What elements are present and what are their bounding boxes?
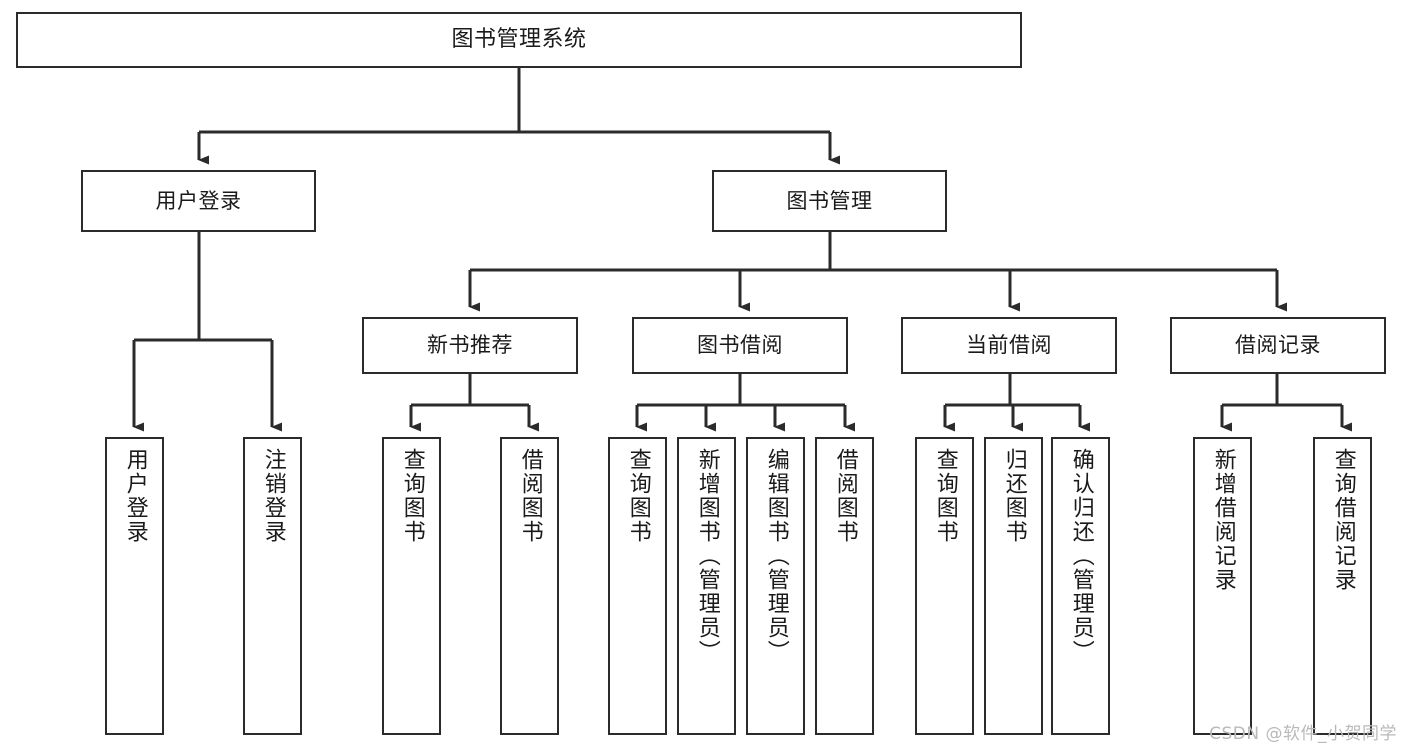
leaf-current-query-book[interactable]: 查询图书 <box>915 437 974 735</box>
leaf-record-add-record[interactable]: 新增借阅记录 <box>1193 437 1252 735</box>
node-current-borrow[interactable]: 当前借阅 <box>901 317 1117 374</box>
node-label: 新增图书（管理员） <box>694 448 720 664</box>
node-label: 借阅图书 <box>832 448 858 544</box>
node-label: 图书借阅 <box>697 333 783 358</box>
leaf-borrow-query-book[interactable]: 查询图书 <box>608 437 667 735</box>
node-label: 借阅记录 <box>1235 333 1321 358</box>
node-label: 归还图书 <box>1001 448 1027 544</box>
leaf-borrow-edit-book-admin[interactable]: 编辑图书（管理员） <box>746 437 805 735</box>
node-label: 编辑图书（管理员） <box>763 448 789 664</box>
node-label: 新书推荐 <box>427 333 513 358</box>
node-label: 查询图书 <box>625 448 651 544</box>
node-label: 用户登录 <box>122 448 148 544</box>
node-new-book-recommend[interactable]: 新书推荐 <box>362 317 578 374</box>
node-book-management[interactable]: 图书管理 <box>712 170 947 232</box>
leaf-user-login[interactable]: 用户登录 <box>105 437 164 735</box>
leaf-current-return-book[interactable]: 归还图书 <box>984 437 1043 735</box>
node-label: 新增借阅记录 <box>1210 448 1236 592</box>
node-label: 查询借阅记录 <box>1330 448 1356 592</box>
node-label: 借阅图书 <box>517 448 543 544</box>
leaf-borrow-borrow-book[interactable]: 借阅图书 <box>815 437 874 735</box>
node-label: 确认归还（管理员） <box>1068 448 1094 664</box>
node-label: 图书管理 <box>786 188 873 213</box>
node-label: 查询图书 <box>399 448 425 544</box>
leaf-record-query-record[interactable]: 查询借阅记录 <box>1313 437 1372 735</box>
node-root-system[interactable]: 图书管理系统 <box>16 12 1022 68</box>
leaf-recommend-borrow-book[interactable]: 借阅图书 <box>500 437 559 735</box>
node-label: 当前借阅 <box>966 333 1052 358</box>
node-borrow-record[interactable]: 借阅记录 <box>1170 317 1386 374</box>
leaf-borrow-add-book-admin[interactable]: 新增图书（管理员） <box>677 437 736 735</box>
node-label: 查询图书 <box>932 448 958 544</box>
node-label: 注销登录 <box>260 448 286 544</box>
node-user-login[interactable]: 用户登录 <box>81 170 316 232</box>
node-label: 图书管理系统 <box>451 27 587 53</box>
node-book-borrow[interactable]: 图书借阅 <box>632 317 848 374</box>
leaf-user-logout[interactable]: 注销登录 <box>243 437 302 735</box>
leaf-current-confirm-return-admin[interactable]: 确认归还（管理员） <box>1051 437 1110 735</box>
leaf-recommend-query-book[interactable]: 查询图书 <box>382 437 441 735</box>
node-label: 用户登录 <box>155 188 242 213</box>
